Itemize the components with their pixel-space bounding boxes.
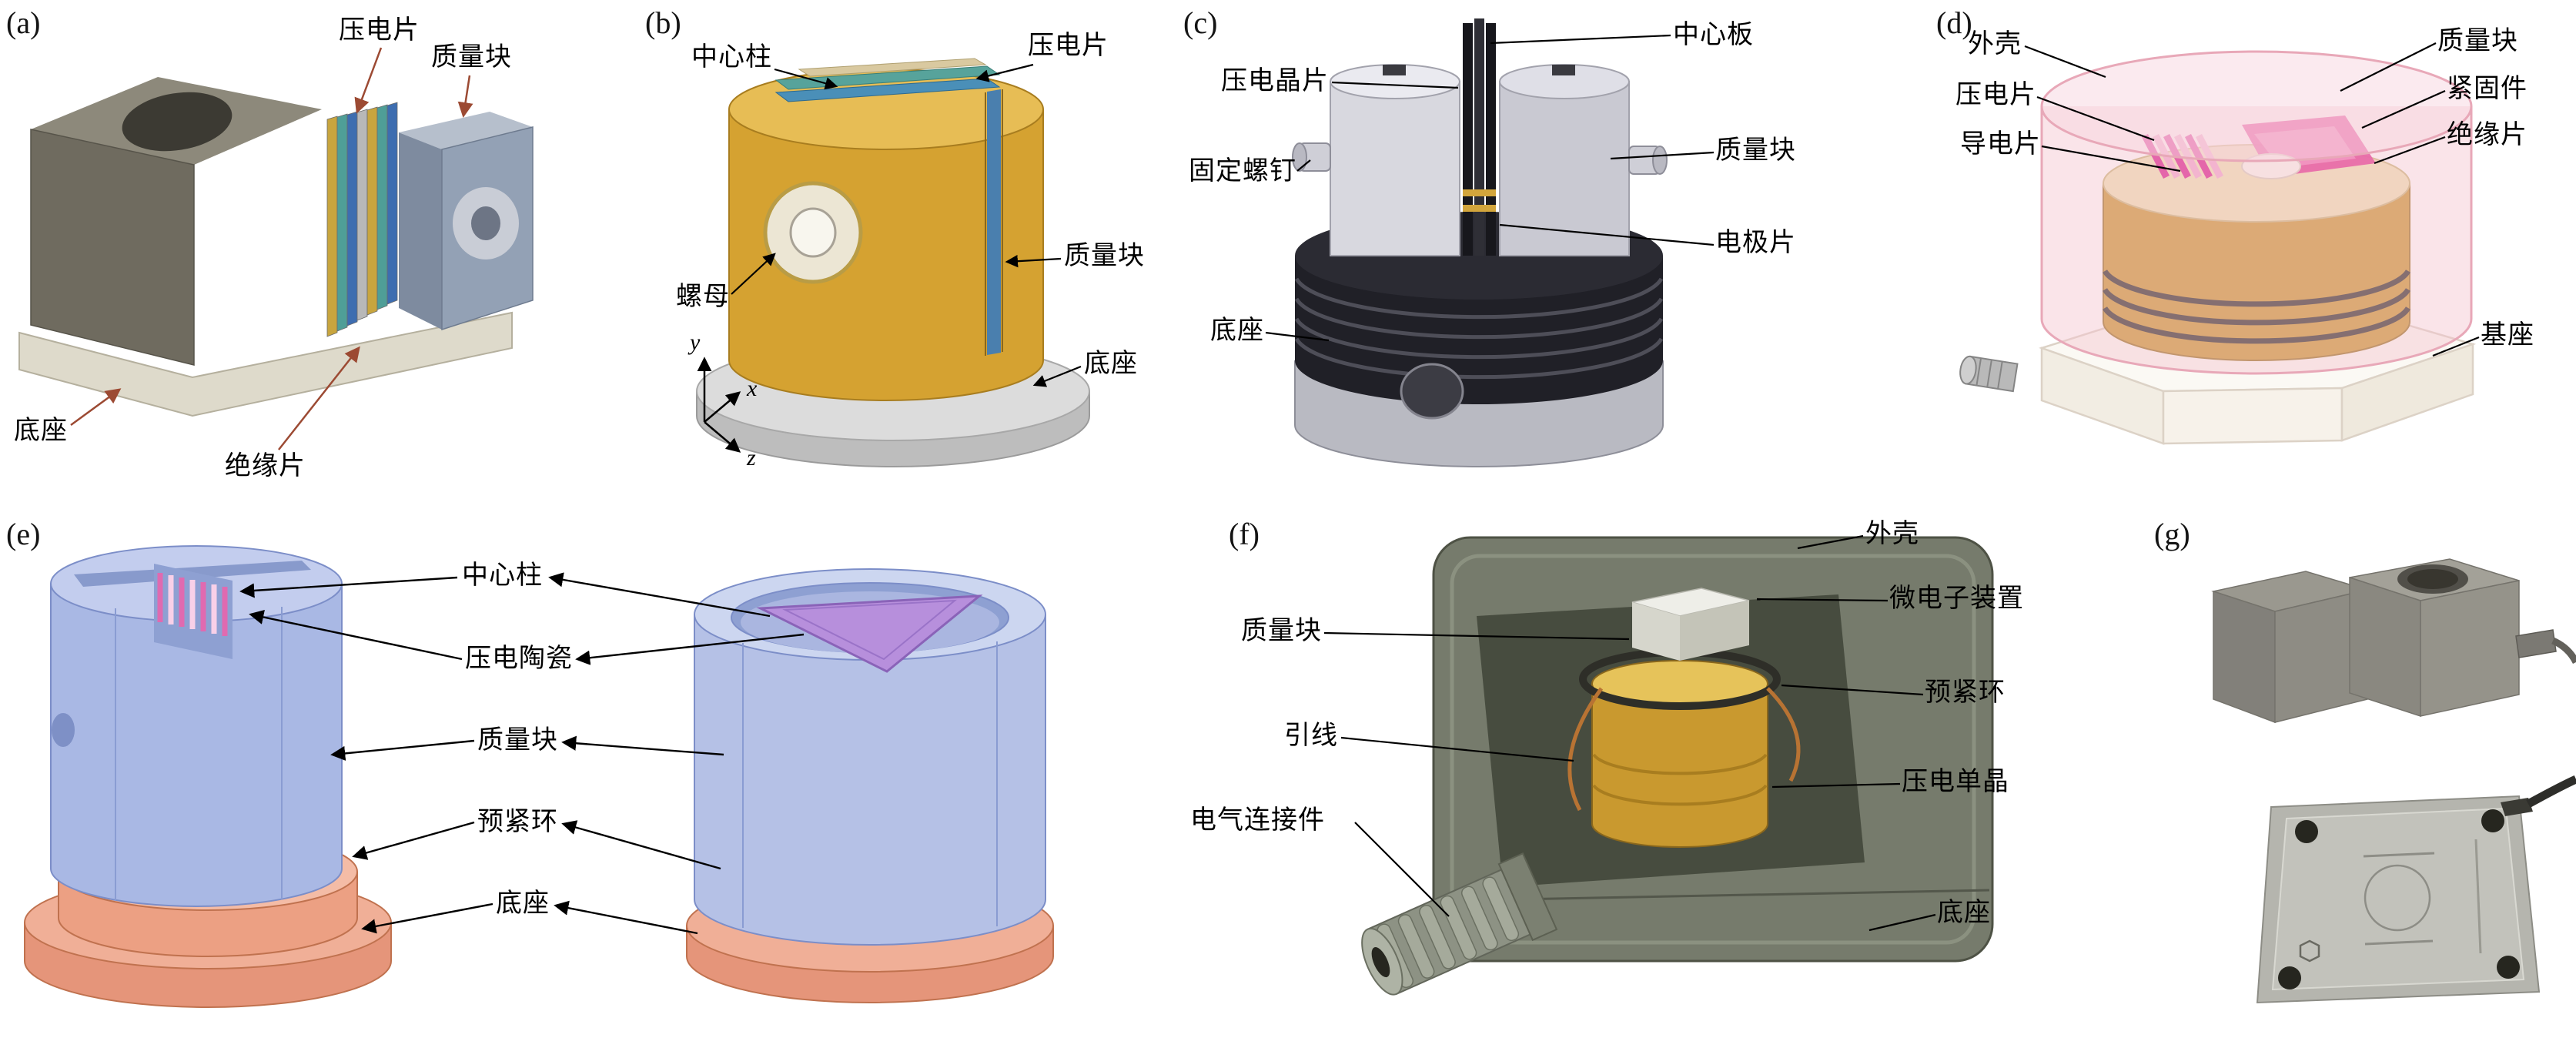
mounting-screw-shape bbox=[1959, 355, 2019, 393]
leader-lines bbox=[1323, 534, 1936, 932]
label-base: 底座 bbox=[1084, 349, 1138, 378]
label-piezo-sheet: 压电片 bbox=[1955, 80, 2036, 109]
label-piezo-sheet: 压电片 bbox=[1028, 31, 1109, 60]
leader-arrows bbox=[239, 572, 805, 935]
leader-arrows bbox=[70, 47, 473, 450]
label-center-plate: 中心板 bbox=[1673, 20, 1754, 49]
nut-shape bbox=[763, 181, 863, 284]
label-center-column: 中心柱 bbox=[462, 561, 543, 590]
label-mass-block: 质量块 bbox=[477, 725, 558, 755]
cable-shape bbox=[2526, 775, 2576, 808]
panel-e-illustration bbox=[24, 545, 1054, 1008]
left-mass-cube-shape bbox=[30, 77, 322, 366]
label-shell: 外壳 bbox=[1968, 29, 2022, 59]
label-nut: 螺母 bbox=[676, 282, 730, 311]
label-lead-wire: 引线 bbox=[1284, 721, 1338, 750]
label-electrode-sheet: 电极片 bbox=[1715, 228, 1796, 257]
piezo-crystal-shape bbox=[1591, 660, 1768, 848]
base-plate-shape bbox=[18, 311, 513, 417]
label-mass-block: 质量块 bbox=[1715, 136, 1796, 165]
panel-e: (e) 中心柱 压电陶瓷 质量块 预紧环 底座 bbox=[0, 501, 1155, 1038]
screw-head-shape bbox=[2278, 966, 2301, 989]
panel-a-letter: (a) bbox=[6, 5, 41, 40]
label-mass-block: 质量块 bbox=[1241, 616, 1322, 645]
right-mass-block-shape bbox=[399, 112, 534, 331]
piezo-stack-shape bbox=[326, 102, 398, 337]
panel-g: (g) bbox=[2117, 501, 2576, 1038]
mass-block-shape bbox=[1631, 588, 1750, 661]
panel-c: (c) 中心板 压电晶片 固定螺钉 质量块 电极片 底座 bbox=[1178, 0, 1809, 493]
leader-lines bbox=[2024, 42, 2480, 357]
label-shell: 外壳 bbox=[1865, 519, 1919, 548]
label-fixing-screw: 固定螺钉 bbox=[1189, 156, 1296, 186]
label-piezo-wafer: 压电晶片 bbox=[1221, 66, 1329, 95]
label-base: 底座 bbox=[496, 889, 550, 918]
certification-mark-shape bbox=[2299, 939, 2320, 963]
screw-head-shape bbox=[2295, 820, 2318, 843]
right-piezo-triangle-shape bbox=[756, 594, 983, 673]
cable-connector-shape bbox=[2515, 629, 2557, 658]
label-insulating-sheet: 绝缘片 bbox=[2447, 120, 2527, 149]
label-fastener: 紧固件 bbox=[2447, 74, 2527, 103]
panel-d-illustration bbox=[1959, 42, 2480, 445]
panel-b-illustration: y x z bbox=[687, 58, 1090, 470]
photo-bottom-sensor bbox=[2256, 775, 2576, 1004]
cable-connector-shape bbox=[2501, 798, 2533, 816]
label-preload-ring: 预紧环 bbox=[477, 807, 558, 836]
piezo-plate-edge-shape bbox=[987, 89, 1001, 355]
panel-a: (a) 压电片 质量块 底座 绝缘片 bbox=[0, 0, 539, 493]
panel-c-illustration bbox=[1265, 18, 1715, 467]
label-piezo-ceramic: 压电陶瓷 bbox=[465, 644, 573, 673]
panel-e-letter: (e) bbox=[6, 517, 41, 551]
panel-a-illustration bbox=[18, 47, 534, 450]
panel-b-letter: (b) bbox=[645, 5, 681, 40]
piezo-plates-shape bbox=[1463, 18, 1496, 256]
top-plates-shape bbox=[774, 58, 1001, 102]
label-mass-block: 质量块 bbox=[1064, 241, 1145, 270]
axis-y-label: y bbox=[687, 330, 701, 355]
photo-top-sensor bbox=[2211, 558, 2576, 724]
label-microelectronics: 微电子装置 bbox=[1889, 584, 2024, 613]
panel-g-letter: (g) bbox=[2154, 517, 2190, 551]
label-base: 底座 bbox=[1937, 898, 1991, 927]
screw-head-shape bbox=[2497, 956, 2520, 979]
label-mass-block: 质量块 bbox=[431, 42, 512, 72]
panel-b: y x z (b) 中心柱 压电片 螺母 质量块 底座 bbox=[639, 0, 1178, 493]
label-base: 基座 bbox=[2481, 320, 2534, 350]
connector-shape bbox=[1361, 852, 1558, 996]
label-piezo-sheet: 压电片 bbox=[339, 15, 420, 45]
panel-d: (d) 外壳 压电片 导电片 质量块 紧固件 绝缘片 基座 bbox=[1909, 0, 2576, 493]
panel-d-letter: (d) bbox=[1936, 5, 1972, 40]
label-base: 底座 bbox=[1210, 316, 1264, 345]
label-mass-block: 质量块 bbox=[2437, 26, 2518, 55]
axis-z-label: z bbox=[746, 445, 756, 470]
axis-x-label: x bbox=[746, 376, 758, 401]
panel-f-illustration bbox=[1323, 534, 1994, 996]
label-insulating-sheet: 绝缘片 bbox=[225, 451, 306, 480]
screw-head-shape bbox=[2481, 809, 2504, 832]
label-electrical-connector: 电气连接件 bbox=[1190, 805, 1325, 835]
label-base: 底座 bbox=[14, 416, 68, 445]
shell-shape bbox=[2040, 50, 2473, 375]
lead-wires-shape bbox=[1567, 687, 1801, 812]
coordinate-axes bbox=[697, 357, 741, 453]
panel-g-illustration bbox=[2211, 558, 2576, 1004]
label-center-column: 中心柱 bbox=[691, 42, 772, 72]
fixing-screw-shape bbox=[1292, 142, 1331, 172]
cable-shape bbox=[2551, 637, 2576, 665]
label-preload-ring: 预紧环 bbox=[1925, 678, 2006, 707]
fixing-screw-right-shape bbox=[1628, 146, 1668, 175]
label-piezo-crystal: 压电单晶 bbox=[1902, 767, 2009, 796]
leader-arrows bbox=[731, 63, 1082, 387]
leader-lines bbox=[1265, 34, 1715, 342]
panel-f: (f) 外壳 微电子装置 质量块 预紧环 引线 压电单晶 电气连接件 底座 bbox=[1170, 501, 2117, 1038]
label-conductive-sheet: 导电片 bbox=[1960, 129, 2041, 159]
piezo-ceramic-stack-shape bbox=[157, 573, 228, 636]
panel-f-letter: (f) bbox=[1229, 517, 1260, 551]
panel-c-letter: (c) bbox=[1183, 5, 1218, 40]
mass-halves-shape bbox=[1292, 64, 1668, 256]
